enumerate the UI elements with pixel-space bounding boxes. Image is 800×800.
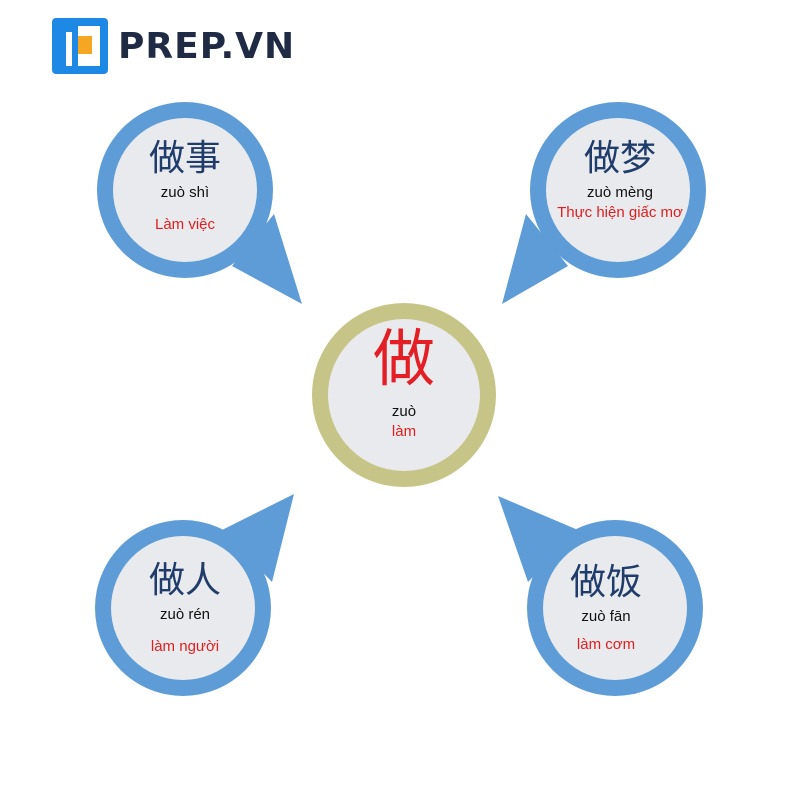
word-meaning: Thực hiện giấc mơ [557,204,683,221]
bubble-top-left [97,102,302,304]
brand-name: PREP.VN [118,25,296,67]
word-pinyin: zuò fān [581,608,631,625]
word-top-right: 做梦 zuò mèng Thực hiện giấc mơ [557,138,683,223]
word-bottom-left: 做人 zuò rén làm người [149,560,221,657]
bubble-top-right [502,102,706,304]
prep-logo-icon [52,18,108,74]
center-hanzi: 做 [372,322,436,395]
word-meaning: làm cơm [576,636,636,653]
word-bottom-right: 做饭 zuò fān làm cơm [570,562,642,655]
word-hanzi: 做梦 [583,138,657,179]
brand-logo: PREP.VN [52,18,295,74]
center-bubble [312,303,496,487]
word-top-left: 做事 zuò shì Làm việc [149,138,221,235]
word-pinyin: zuò rén [159,606,211,623]
word-hanzi: 做人 [148,560,222,601]
word-hanzi: 做饭 [569,562,643,603]
word-meaning: Làm việc [154,216,216,233]
word-meaning: làm người [150,638,220,655]
bubble-bottom-left [95,494,294,696]
word-hanzi: 做事 [148,138,222,179]
center-meaning: làm [391,423,417,440]
center-pinyin: zuò [391,403,417,420]
bubble-bottom-right [498,496,703,696]
word-pinyin: zuò mèng [587,184,653,201]
word-pinyin: zuò shì [160,184,210,201]
center-word: 做 zuò làm [373,322,435,442]
